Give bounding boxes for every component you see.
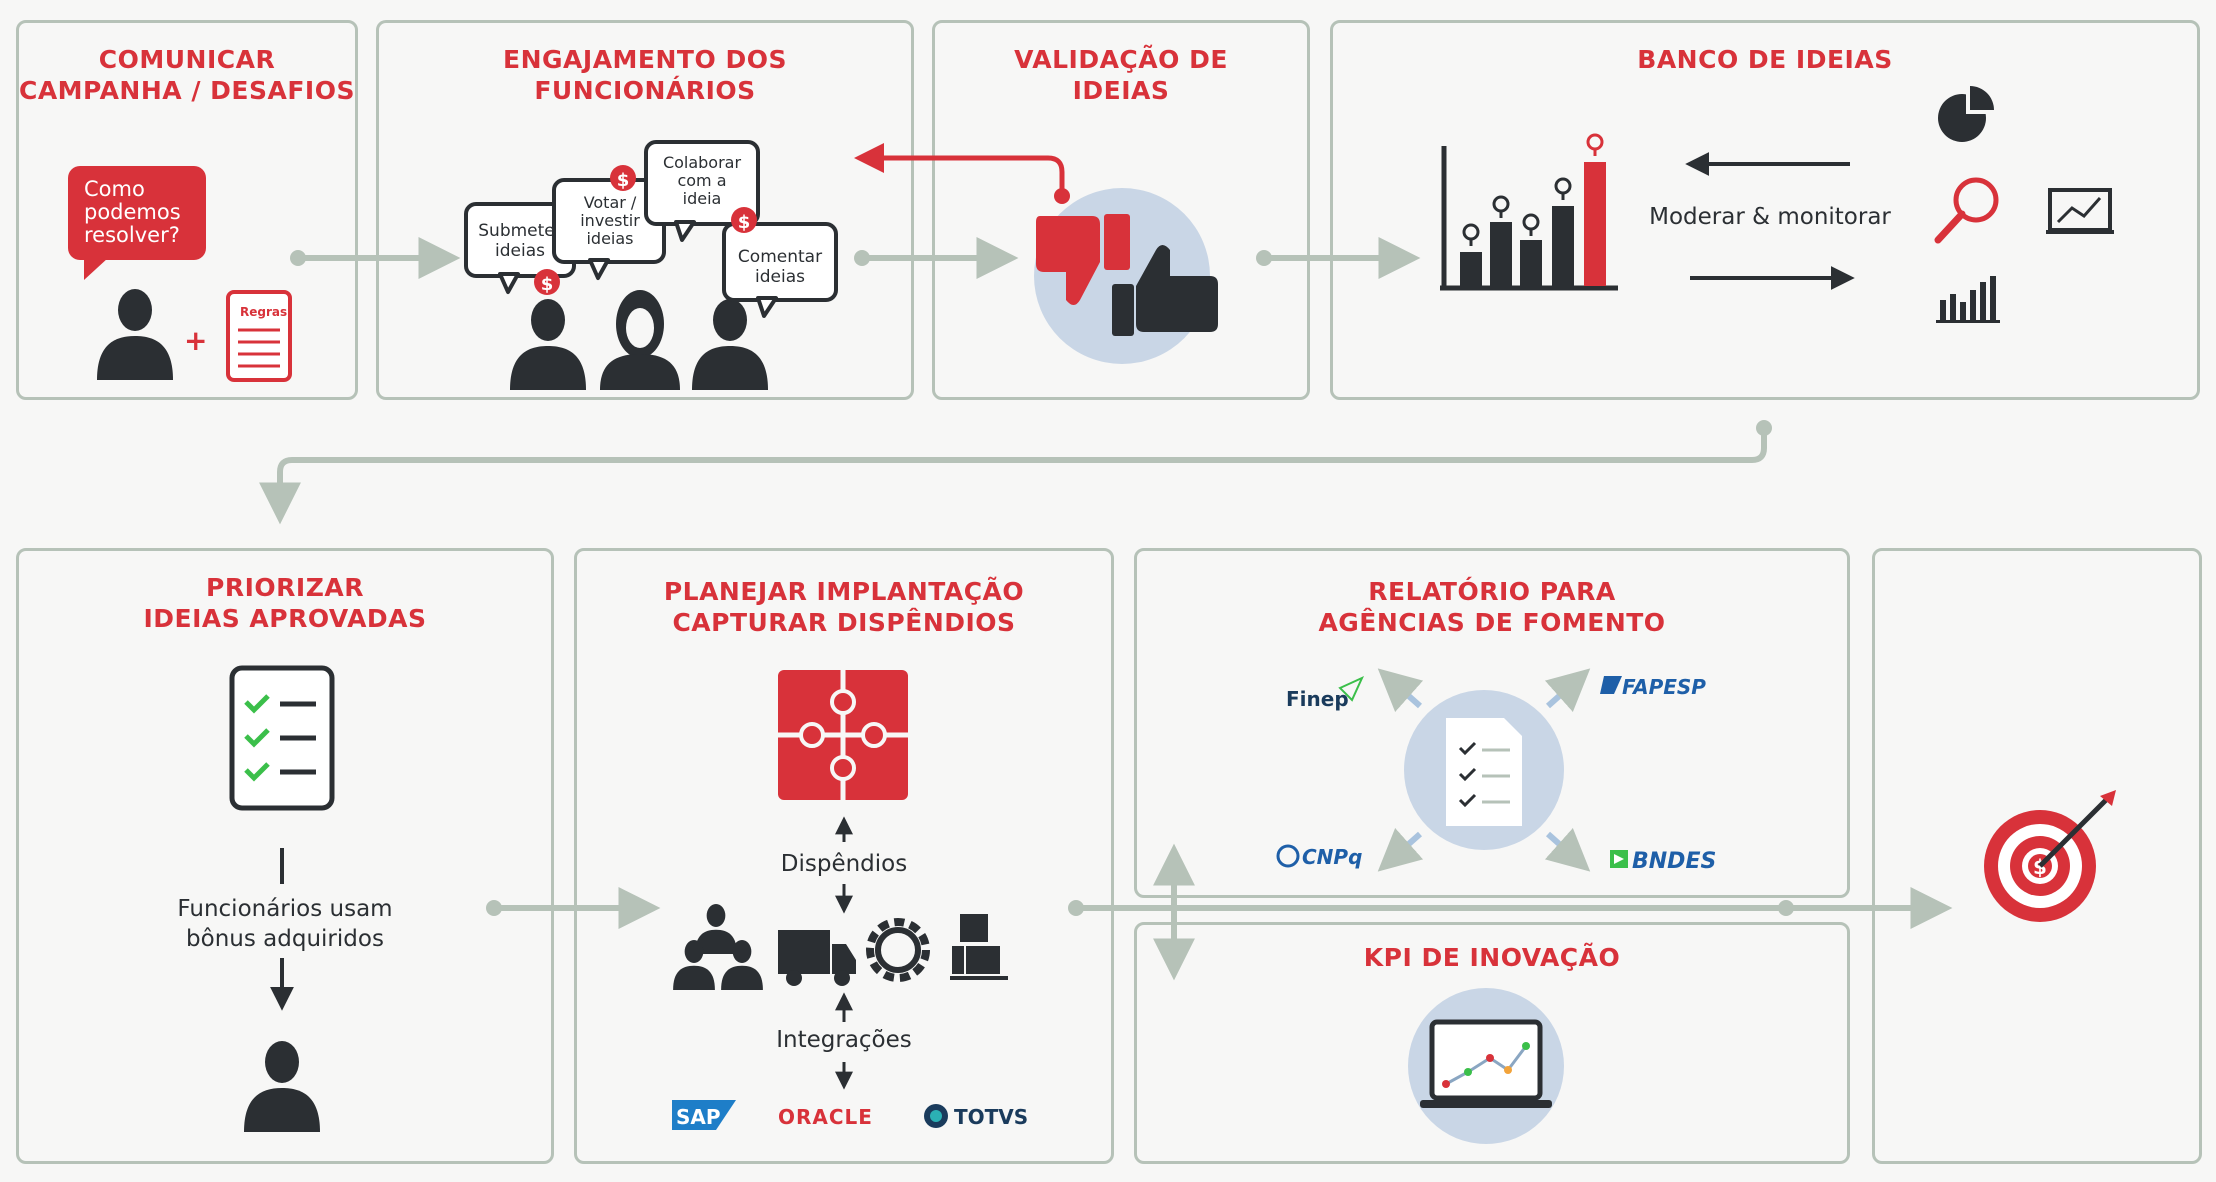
label-integracoes: Integrações (776, 1027, 912, 1053)
priorizar-note: Funcionários usam bônus adquiridos (16, 894, 554, 954)
banco-title: BANCO DE IDEIAS (1330, 44, 2200, 75)
priorizar-title-line2: IDEIAS APROVADAS (143, 604, 427, 633)
planejar-title: PLANEJAR IMPLANTAÇÃO CAPTURAR DISPÊNDIOS (574, 576, 1114, 638)
panel-resultado (1872, 548, 2202, 1164)
relatorio-title-line1: RELATÓRIO PARA (1368, 577, 1616, 606)
banco-title-text: BANCO DE IDEIAS (1637, 45, 1893, 74)
planejar-title-line2: CAPTURAR DISPÊNDIOS (672, 608, 1016, 637)
comunicar-title-line1: COMUNICAR (98, 45, 276, 74)
priorizar-note-line2: bônus adquiridos (186, 926, 384, 952)
validacao-title-line1: VALIDAÇÃO DE (1014, 45, 1228, 74)
priorizar-note-line1: Funcionários usam (177, 896, 393, 922)
engajamento-title-line2: FUNCIONÁRIOS (534, 76, 756, 105)
planejar-title-line1: PLANEJAR IMPLANTAÇÃO (663, 577, 1025, 606)
banco-action-label: Moderar & monitorar (1649, 204, 1891, 230)
comunicar-title: COMUNICAR CAMPANHA / DESAFIOS (16, 44, 358, 106)
panel-priorizar (16, 548, 554, 1164)
priorizar-title: PRIORIZAR IDEIAS APROVADAS (16, 572, 554, 634)
panel-planejar (574, 548, 1114, 1164)
relatorio-title-line2: AGÊNCIAS DE FOMENTO (1318, 608, 1666, 637)
label-dispendios: Dispêndios (780, 851, 908, 877)
engajamento-title: ENGAJAMENTO DOS FUNCIONÁRIOS (376, 44, 914, 106)
engajamento-title-line1: ENGAJAMENTO DOS (503, 45, 787, 74)
priorizar-title-line1: PRIORIZAR (206, 573, 364, 602)
comunicar-title-line2: CAMPANHA / DESAFIOS (18, 76, 355, 105)
kpi-title-text: KPI DE INOVAÇÃO (1363, 943, 1621, 972)
flow-connector-row (259, 420, 1772, 525)
validacao-title-line2: IDEIAS (1072, 76, 1170, 105)
relatorio-title: RELATÓRIO PARA AGÊNCIAS DE FOMENTO (1134, 576, 1850, 638)
validacao-title: VALIDAÇÃO DE IDEIAS (932, 44, 1310, 106)
kpi-title: KPI DE INOVAÇÃO (1134, 942, 1850, 973)
